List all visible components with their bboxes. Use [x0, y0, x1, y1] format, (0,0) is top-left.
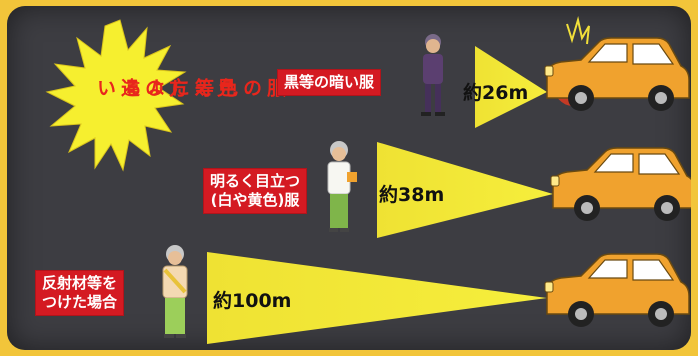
headlight-beam-3 — [207, 252, 547, 344]
label-bright-clothes-line2: (白や黄色)服 — [210, 191, 300, 209]
label-reflective-line2: つけた場合 — [42, 293, 118, 311]
starburst-icon — [45, 19, 187, 172]
pedestrian-bright — [327, 141, 357, 232]
label-dark-clothes-line1: 黒等の暗い服 — [284, 73, 375, 91]
illustration-panel: 服の色等による 見え方の違い 黒等の暗い服 約26m 明るく目立つ (白や黄色)… — [7, 6, 691, 350]
label-bright-clothes-line1: 明るく目立つ — [210, 172, 301, 190]
starburst-caption-line2: 見え方の違い — [94, 78, 236, 97]
car-3 — [544, 253, 690, 328]
label-reflective-line1: 反射材等を — [42, 274, 118, 292]
headlight-beam-2 — [377, 142, 553, 238]
label-reflective: 反射材等を つけた場合 — [35, 270, 125, 316]
car-2 — [550, 147, 691, 222]
pedestrian-reflective — [162, 245, 188, 338]
distance-reflective: 約100m — [213, 290, 292, 312]
scene-svg — [45, 16, 691, 344]
label-bright-clothes: 明るく目立つ (白や黄色)服 — [203, 168, 308, 214]
headlight-beam-1 — [475, 46, 547, 128]
distance-dark: 約26m — [463, 82, 529, 104]
pedestrian-dark — [421, 34, 445, 116]
label-dark-clothes: 黒等の暗い服 — [277, 69, 382, 96]
distance-bright: 約38m — [379, 184, 445, 206]
starburst-caption-line1: 服の色等による — [120, 78, 286, 97]
